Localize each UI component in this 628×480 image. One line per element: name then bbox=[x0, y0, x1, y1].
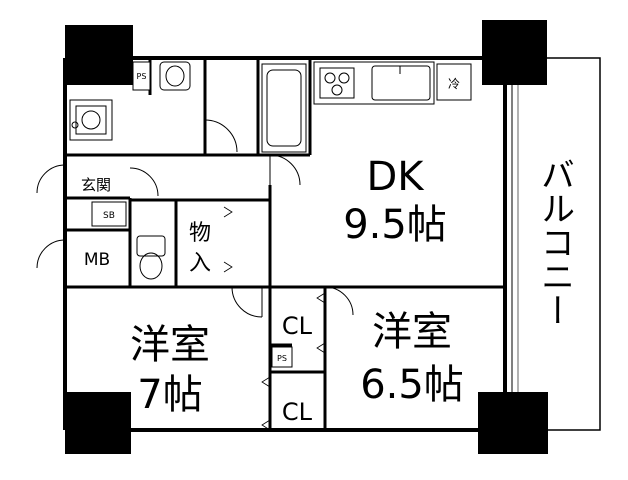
meter-box-label: MB bbox=[84, 250, 110, 270]
closet-lower-label: CL bbox=[282, 398, 313, 426]
western-room-right-size: 6.5帖 bbox=[360, 362, 464, 408]
pipe-space-top-label: PS bbox=[137, 72, 147, 81]
bathtub bbox=[261, 63, 307, 153]
washroom-door bbox=[204, 119, 238, 153]
structural-columns bbox=[65, 20, 548, 454]
closet-door-marks bbox=[261, 292, 326, 431]
dk-size: 9.5帖 bbox=[343, 202, 447, 248]
balcony-label: バルコニー bbox=[535, 157, 575, 327]
dk-name: DK bbox=[366, 154, 425, 200]
entrance-doors bbox=[36, 164, 159, 269]
western-room-right-name: 洋室 bbox=[372, 309, 452, 355]
storage-label-line2: 入 bbox=[189, 251, 211, 276]
fridge-space: 冷 bbox=[436, 63, 472, 101]
toilet-upper bbox=[159, 61, 191, 91]
dk-door bbox=[269, 154, 301, 186]
fridge-label: 冷 bbox=[448, 77, 460, 91]
pipe-space-mid-label: PS bbox=[277, 354, 287, 363]
western-room-right-door bbox=[324, 286, 354, 316]
western-room-left-size: 7帖 bbox=[137, 372, 202, 418]
western-room-left-name: 洋室 bbox=[130, 322, 210, 368]
kitchen-counter bbox=[313, 61, 435, 105]
storage-door-marks bbox=[223, 206, 233, 273]
storage-label-line1: 物 bbox=[189, 221, 211, 246]
pipe-space-mid: PS bbox=[271, 346, 293, 368]
balcony bbox=[504, 57, 601, 431]
pipe-space-top: PS bbox=[132, 61, 151, 91]
shoe-box: SB bbox=[91, 201, 127, 227]
toilet-lower bbox=[136, 235, 166, 280]
washing-machine bbox=[69, 99, 113, 141]
closet-upper-label: CL bbox=[282, 312, 313, 340]
shoe-box-label: SB bbox=[103, 211, 115, 221]
entrance-label: 玄関 bbox=[81, 176, 111, 194]
outer-walls bbox=[63, 56, 507, 432]
western-room-left-door bbox=[231, 286, 263, 318]
